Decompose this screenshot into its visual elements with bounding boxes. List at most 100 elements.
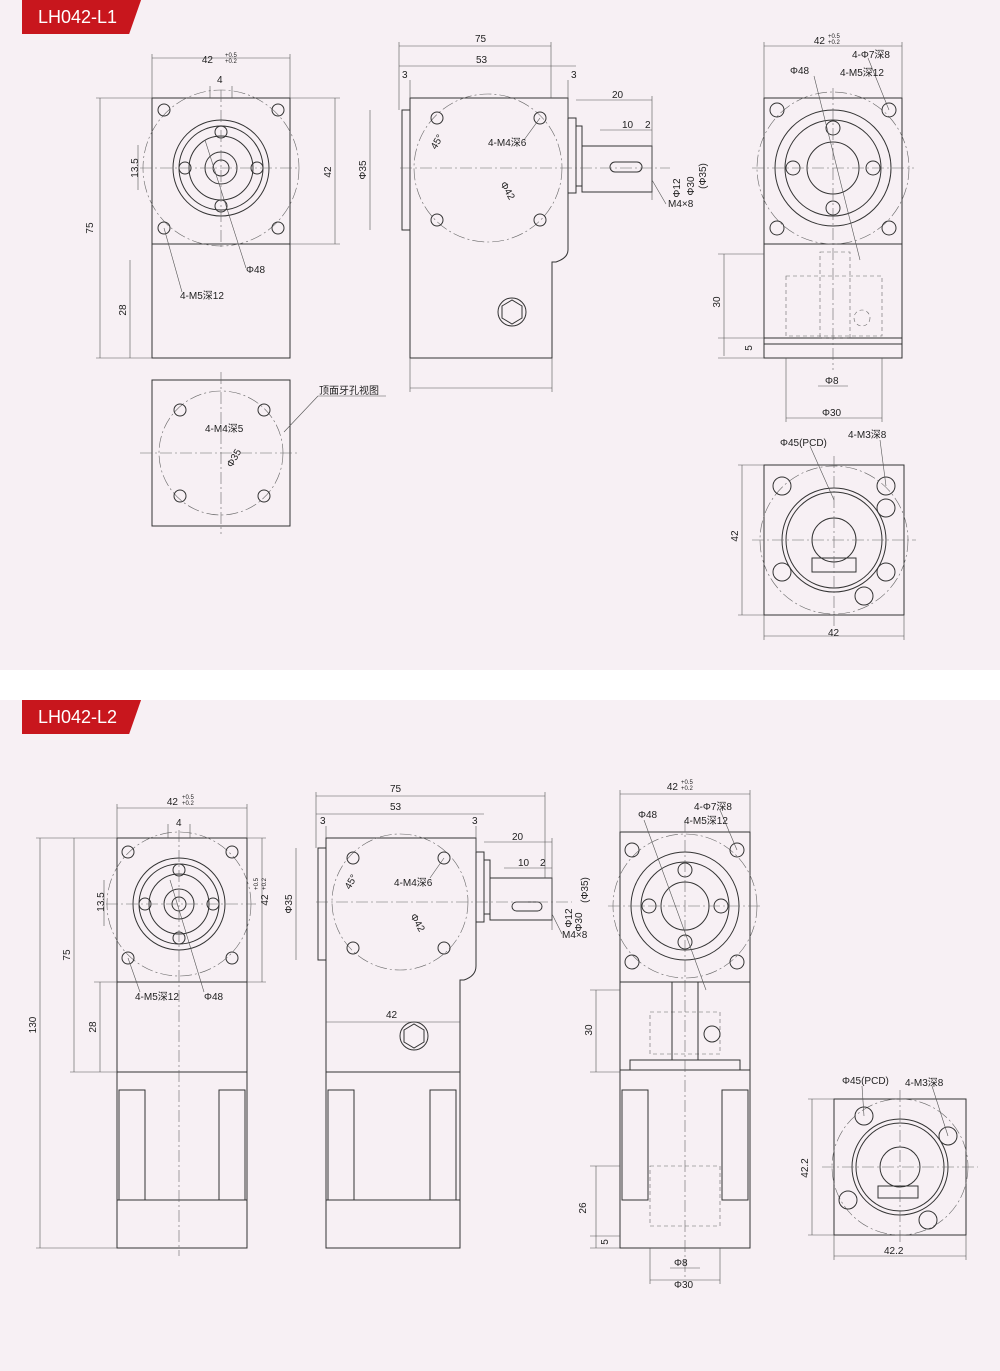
key-off: 2: [540, 858, 546, 869]
side-angle: 45°: [429, 133, 446, 152]
top-threads: 4-M4深5: [205, 423, 244, 435]
flange-dia: Φ48: [204, 992, 224, 1003]
side-right-gap: 3: [472, 816, 478, 827]
side-angle: 45°: [343, 873, 360, 892]
front-view: 42 +0.5 +0.2 4 13.5 75 28 130 42 +0.5 +0…: [28, 795, 271, 1256]
top-view: 顶面牙孔视图 4-M4深5 Φ35: [140, 372, 386, 534]
side-body: 53: [390, 802, 402, 813]
dim-lower-h: 28: [118, 304, 129, 316]
input-flange-view: Φ45(PCD) 4-M3深8 42.2 42.2: [800, 1076, 978, 1260]
if-threads: 4-M3深8: [848, 429, 887, 441]
right-view: 42 +0.5 +0.2 4-Φ7深8 Φ48 4-M5深12 30 5 Φ8 …: [712, 34, 914, 422]
model-tag: LH042-L2: [22, 700, 142, 734]
dim-side-h: 42: [260, 894, 271, 906]
side-pilot: Φ35: [284, 894, 295, 914]
shaft-len: 20: [612, 90, 624, 101]
dim-overall-h: 130: [28, 1016, 39, 1033]
input-flange-view: Φ45(PCD) 4-M3深8 42 42: [730, 429, 916, 640]
rv-top-width: 42: [814, 36, 826, 47]
key-off: 2: [645, 120, 651, 131]
model-tag: LH042-L1: [22, 0, 142, 34]
shaft-len: 20: [512, 832, 524, 843]
rv-plate-h: 5: [600, 1239, 611, 1245]
flange-dia: Φ48: [246, 265, 266, 276]
rv-bore: Φ8: [674, 1258, 688, 1269]
rv-motor-h: 30: [712, 296, 723, 308]
rv-bolts: 4-M5深12: [684, 815, 728, 827]
side-view: 75 53 3 3 20 10 2 Φ35 45° 4-M4深6 Φ42 Φ12…: [284, 784, 591, 1249]
rv-pilot: Φ30: [822, 408, 842, 419]
side-pilot: Φ35: [358, 160, 369, 180]
if-height: 42: [730, 530, 741, 542]
top-view-caption: 顶面牙孔视图: [319, 384, 379, 397]
key-len: 10: [518, 858, 530, 869]
side-lower-width: 42: [386, 1010, 398, 1021]
if-threads: 4-M3深8: [905, 1077, 944, 1089]
shaft-dia: Φ12: [672, 178, 683, 198]
front-view: 42 +0.5 +0.2 4 13.5 75 28 42 4-M5深12 Φ48: [85, 53, 340, 359]
spigot-ref: (Φ35): [698, 163, 709, 189]
dim-top-width: 42: [167, 797, 179, 808]
rv-tol-lower: +0.2: [828, 40, 841, 46]
panel-lh042-l2: LH042-L2: [0, 700, 1000, 1371]
rv-holes: 4-Φ7深8: [852, 49, 890, 61]
spigot-ref: (Φ35): [580, 877, 591, 903]
if-pcd: Φ45(PCD): [842, 1076, 889, 1087]
rv-holes: 4-Φ7深8: [694, 801, 732, 813]
rv-bore: Φ8: [825, 376, 839, 387]
if-width: 42: [828, 628, 840, 639]
side-threads: 4-M4深6: [394, 877, 433, 889]
rv-flange-dia: Φ48: [638, 810, 658, 821]
tol-lower-2: +0.2: [262, 877, 268, 890]
drawing-lh042-l1: 42 +0.5 +0.2 4 13.5 75 28 42 4-M5深12 Φ48…: [85, 34, 916, 640]
dim-side-h: 42: [323, 166, 334, 178]
rv-lower-h: 26: [578, 1202, 589, 1214]
rv-bolts: 4-M5深12: [840, 67, 884, 79]
if-width: 42.2: [884, 1246, 904, 1257]
dim-lower-h: 28: [88, 1021, 99, 1033]
dim-top-width: 42: [202, 55, 214, 66]
bolt-callout: 4-M5深12: [180, 290, 224, 302]
side-threads: 4-M4深6: [488, 137, 527, 149]
tol-lower: +0.2: [182, 801, 195, 807]
rv-tol-lower: +0.2: [681, 786, 694, 792]
top-pcd: Φ35: [225, 447, 244, 469]
spigot: Φ30: [574, 912, 585, 932]
right-view: 42 +0.5 +0.2 Φ48 4-Φ7深8 4-M5深12 30 26 5 …: [578, 780, 762, 1291]
side-pcd: Φ42: [407, 912, 426, 934]
side-right-gap: 3: [571, 70, 577, 81]
tol-lower: +0.2: [225, 59, 238, 65]
tol-upper: +0.5: [182, 795, 195, 801]
key-len: 10: [622, 120, 634, 131]
panel-lh042-l1: LH042-L1: [0, 0, 1000, 670]
dim-height-a: 13.5: [96, 892, 107, 912]
side-body: 53: [476, 55, 488, 66]
dim-total-h: 75: [62, 949, 73, 961]
rv-tol-upper: +0.5: [681, 780, 694, 786]
shaft-dia: Φ12: [564, 908, 575, 928]
rv-plate-h: 5: [744, 345, 755, 351]
rv-top-width: 42: [667, 782, 679, 793]
tol-upper: +0.5: [225, 53, 238, 59]
dim-height-a: 13.5: [130, 158, 141, 178]
rv-pilot: Φ30: [674, 1280, 694, 1291]
if-height: 42.2: [800, 1158, 811, 1178]
dim-offset: 4: [176, 818, 182, 829]
bolt-callout: 4-M5深12: [135, 991, 179, 1003]
side-length: 75: [390, 784, 402, 795]
side-left-gap: 3: [402, 70, 408, 81]
if-pcd: Φ45(PCD): [780, 438, 827, 449]
rv-motor-h: 30: [584, 1024, 595, 1036]
side-view: 75 53 3 3 20 10 2 Φ35 45° 4-M4深6 Φ42 Φ12…: [358, 34, 709, 392]
dim-total-h: 75: [85, 222, 96, 234]
side-left-gap: 3: [320, 816, 326, 827]
drawing-lh042-l2: 42 +0.5 +0.2 4 13.5 75 28 130 42 +0.5 +0…: [28, 780, 978, 1291]
rv-tol-upper: +0.5: [828, 34, 841, 40]
side-pcd: Φ42: [497, 180, 516, 202]
side-length: 75: [475, 34, 487, 45]
spigot: Φ30: [686, 176, 697, 196]
rv-flange-dia: Φ48: [790, 66, 810, 77]
tap-callout: M4×8: [562, 930, 588, 941]
tap-callout: M4×8: [668, 199, 694, 210]
tol-upper-2: +0.5: [254, 877, 260, 890]
